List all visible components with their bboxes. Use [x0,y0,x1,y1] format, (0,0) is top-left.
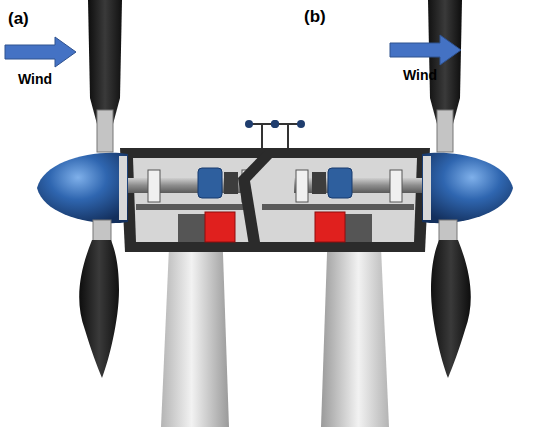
wind-arrow [5,37,76,67]
wind-label: Wind [18,72,52,87]
downwind-turbine [238,0,513,427]
wind-label: Wind [403,68,437,83]
panel-label: (a) [8,10,29,29]
wind-arrow [390,35,461,65]
panel-label: (b) [304,8,326,27]
